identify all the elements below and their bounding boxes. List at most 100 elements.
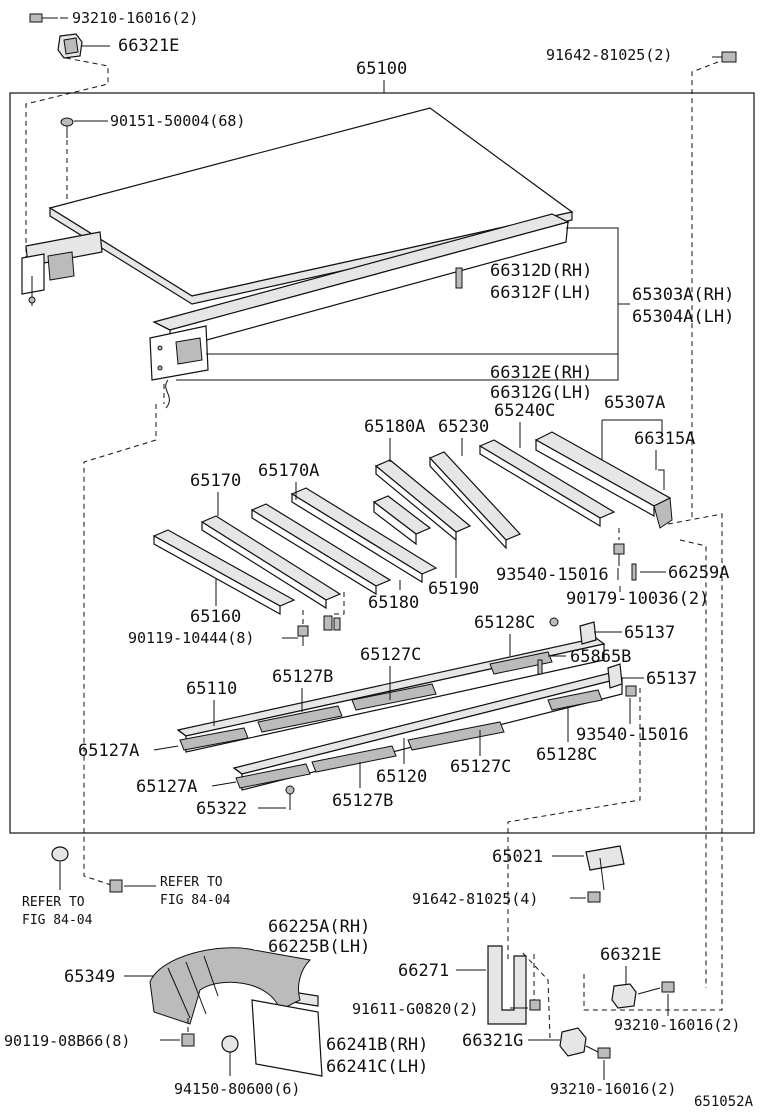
u-bracket-66271 — [487, 945, 527, 1025]
label-65127c-a: 65127C — [360, 645, 421, 665]
label-66315a: 66315A — [634, 429, 695, 449]
label-refer-right-1: REFER TO — [160, 875, 223, 890]
cross-member-65230 — [428, 451, 522, 550]
label-65180a: 65180A — [364, 417, 425, 437]
label-65304a: 65304A(LH) — [632, 307, 734, 327]
label-91611: 91611-G0820(2) — [352, 1000, 478, 1018]
label-65127c-b: 65127C — [450, 757, 511, 777]
label-65137-b: 65137 — [646, 669, 697, 689]
cross-member-65240c — [478, 439, 616, 528]
label-66225b: 66225B(LH) — [268, 937, 370, 957]
cross-member-65307a — [534, 431, 673, 529]
label-66321e-bot: 66321E — [600, 945, 661, 965]
screw-icon — [60, 117, 74, 138]
label-65127b-b: 65127B — [332, 791, 393, 811]
bolt-icon — [597, 1047, 611, 1059]
label-65100: 65100 — [356, 59, 407, 79]
label-66321g: 66321G — [462, 1031, 523, 1051]
bracket-65137-upper — [549, 617, 597, 645]
nut-icon — [221, 1035, 239, 1053]
label-93540-b: 93540-15016 — [576, 725, 689, 745]
label-65120: 65120 — [376, 767, 427, 787]
bolt-icon — [29, 13, 58, 23]
label-65021: 65021 — [492, 847, 543, 867]
bolt-icon — [587, 891, 601, 903]
label-90179: 90179-10036(2) — [566, 589, 709, 609]
label-65307a: 65307A — [604, 393, 665, 413]
cushion-icon — [611, 983, 637, 1009]
label-65865b: 65865B — [570, 647, 631, 667]
label-65303a: 65303A(RH) — [632, 285, 734, 305]
mud-guard-65349 — [149, 947, 312, 1025]
label-90119-10444: 90119-10444(8) — [128, 629, 254, 647]
cross-member-65160 — [152, 529, 296, 616]
cross-member-65170a — [250, 503, 392, 596]
label-refer-left-1: REFER TO — [22, 895, 85, 910]
cross-member-65190 — [372, 495, 432, 546]
label-93540-a: 93540-15016 — [496, 565, 609, 585]
label-65128c-b: 65128C — [536, 745, 597, 765]
label-65127a-a: 65127A — [78, 741, 139, 761]
label-90151: 90151-50004(68) — [110, 112, 245, 130]
label-93210-bot: 93210-16016(2) — [550, 1080, 676, 1098]
label-65128c-a: 65128C — [474, 613, 535, 633]
label-66259a: 66259A — [668, 563, 729, 583]
label-refer-left-2: FIG 84-04 — [22, 913, 93, 928]
bolt-icon — [181, 1033, 195, 1047]
label-65190: 65190 — [428, 579, 479, 599]
cross-member-65170 — [200, 515, 342, 610]
bolt-icon — [285, 785, 295, 810]
label-66312d: 66312D(RH) — [490, 261, 592, 281]
label-65127a-b: 65127A — [136, 777, 197, 797]
bolt-icon — [529, 999, 541, 1011]
pin-icon — [631, 563, 637, 581]
label-65110: 65110 — [186, 679, 237, 699]
label-65160: 65160 — [190, 607, 241, 627]
label-65230: 65230 — [438, 417, 489, 437]
cushion-icon — [57, 33, 83, 59]
bolt-icon — [712, 51, 737, 63]
label-65170: 65170 — [190, 471, 241, 491]
diagram-code: 651052A — [694, 1094, 754, 1110]
label-65322: 65322 — [196, 799, 247, 819]
mud-flap-66241 — [251, 999, 323, 1077]
assembly-frame — [9, 92, 755, 834]
bracket-65137-lower — [607, 663, 637, 697]
cushion-icon — [559, 1027, 587, 1057]
label-94150: 94150-80600(6) — [174, 1080, 300, 1098]
label-66312f: 66312F(LH) — [490, 283, 592, 303]
label-refer-right-2: FIG 84-04 — [160, 893, 231, 908]
label-66321e-top: 66321E — [118, 36, 179, 56]
label-66312g: 66312G(LH) — [490, 383, 592, 403]
pin-icon — [455, 267, 463, 289]
label-66241c: 66241C(LH) — [326, 1057, 428, 1077]
label-65170a: 65170A — [258, 461, 319, 481]
label-66271: 66271 — [398, 961, 449, 981]
label-65127b-a: 65127B — [272, 667, 333, 687]
label-65137-a: 65137 — [624, 623, 675, 643]
label-65180: 65180 — [368, 593, 419, 613]
clip-icon — [323, 615, 341, 631]
label-65240c: 65240C — [494, 401, 555, 421]
label-65349: 65349 — [64, 967, 115, 987]
label-91642-mid: 91642-81025(4) — [412, 890, 538, 908]
label-93210-mid: 93210-16016(2) — [614, 1016, 740, 1034]
label-66225a: 66225A(RH) — [268, 917, 370, 937]
side-rail — [149, 213, 570, 381]
label-90119-08b66: 90119-08B66(8) — [4, 1032, 130, 1050]
label-93210-top: 93210-16016(2) — [72, 9, 198, 27]
deck-floor-panel — [48, 107, 574, 305]
bolt-icon — [297, 625, 309, 646]
label-66241b: 66241B(RH) — [326, 1035, 428, 1055]
grommet-icon — [51, 846, 69, 862]
bolt-icon — [613, 543, 625, 566]
shim-strips — [179, 651, 603, 789]
bolt-icon — [109, 879, 123, 893]
label-91642-top: 91642-81025(2) — [546, 46, 672, 64]
bracket-65021 — [585, 845, 625, 891]
label-66312e: 66312E(RH) — [490, 363, 592, 383]
cross-member-65180 — [290, 487, 438, 584]
pin-icon — [537, 659, 543, 675]
bolt-icon — [661, 981, 675, 993]
